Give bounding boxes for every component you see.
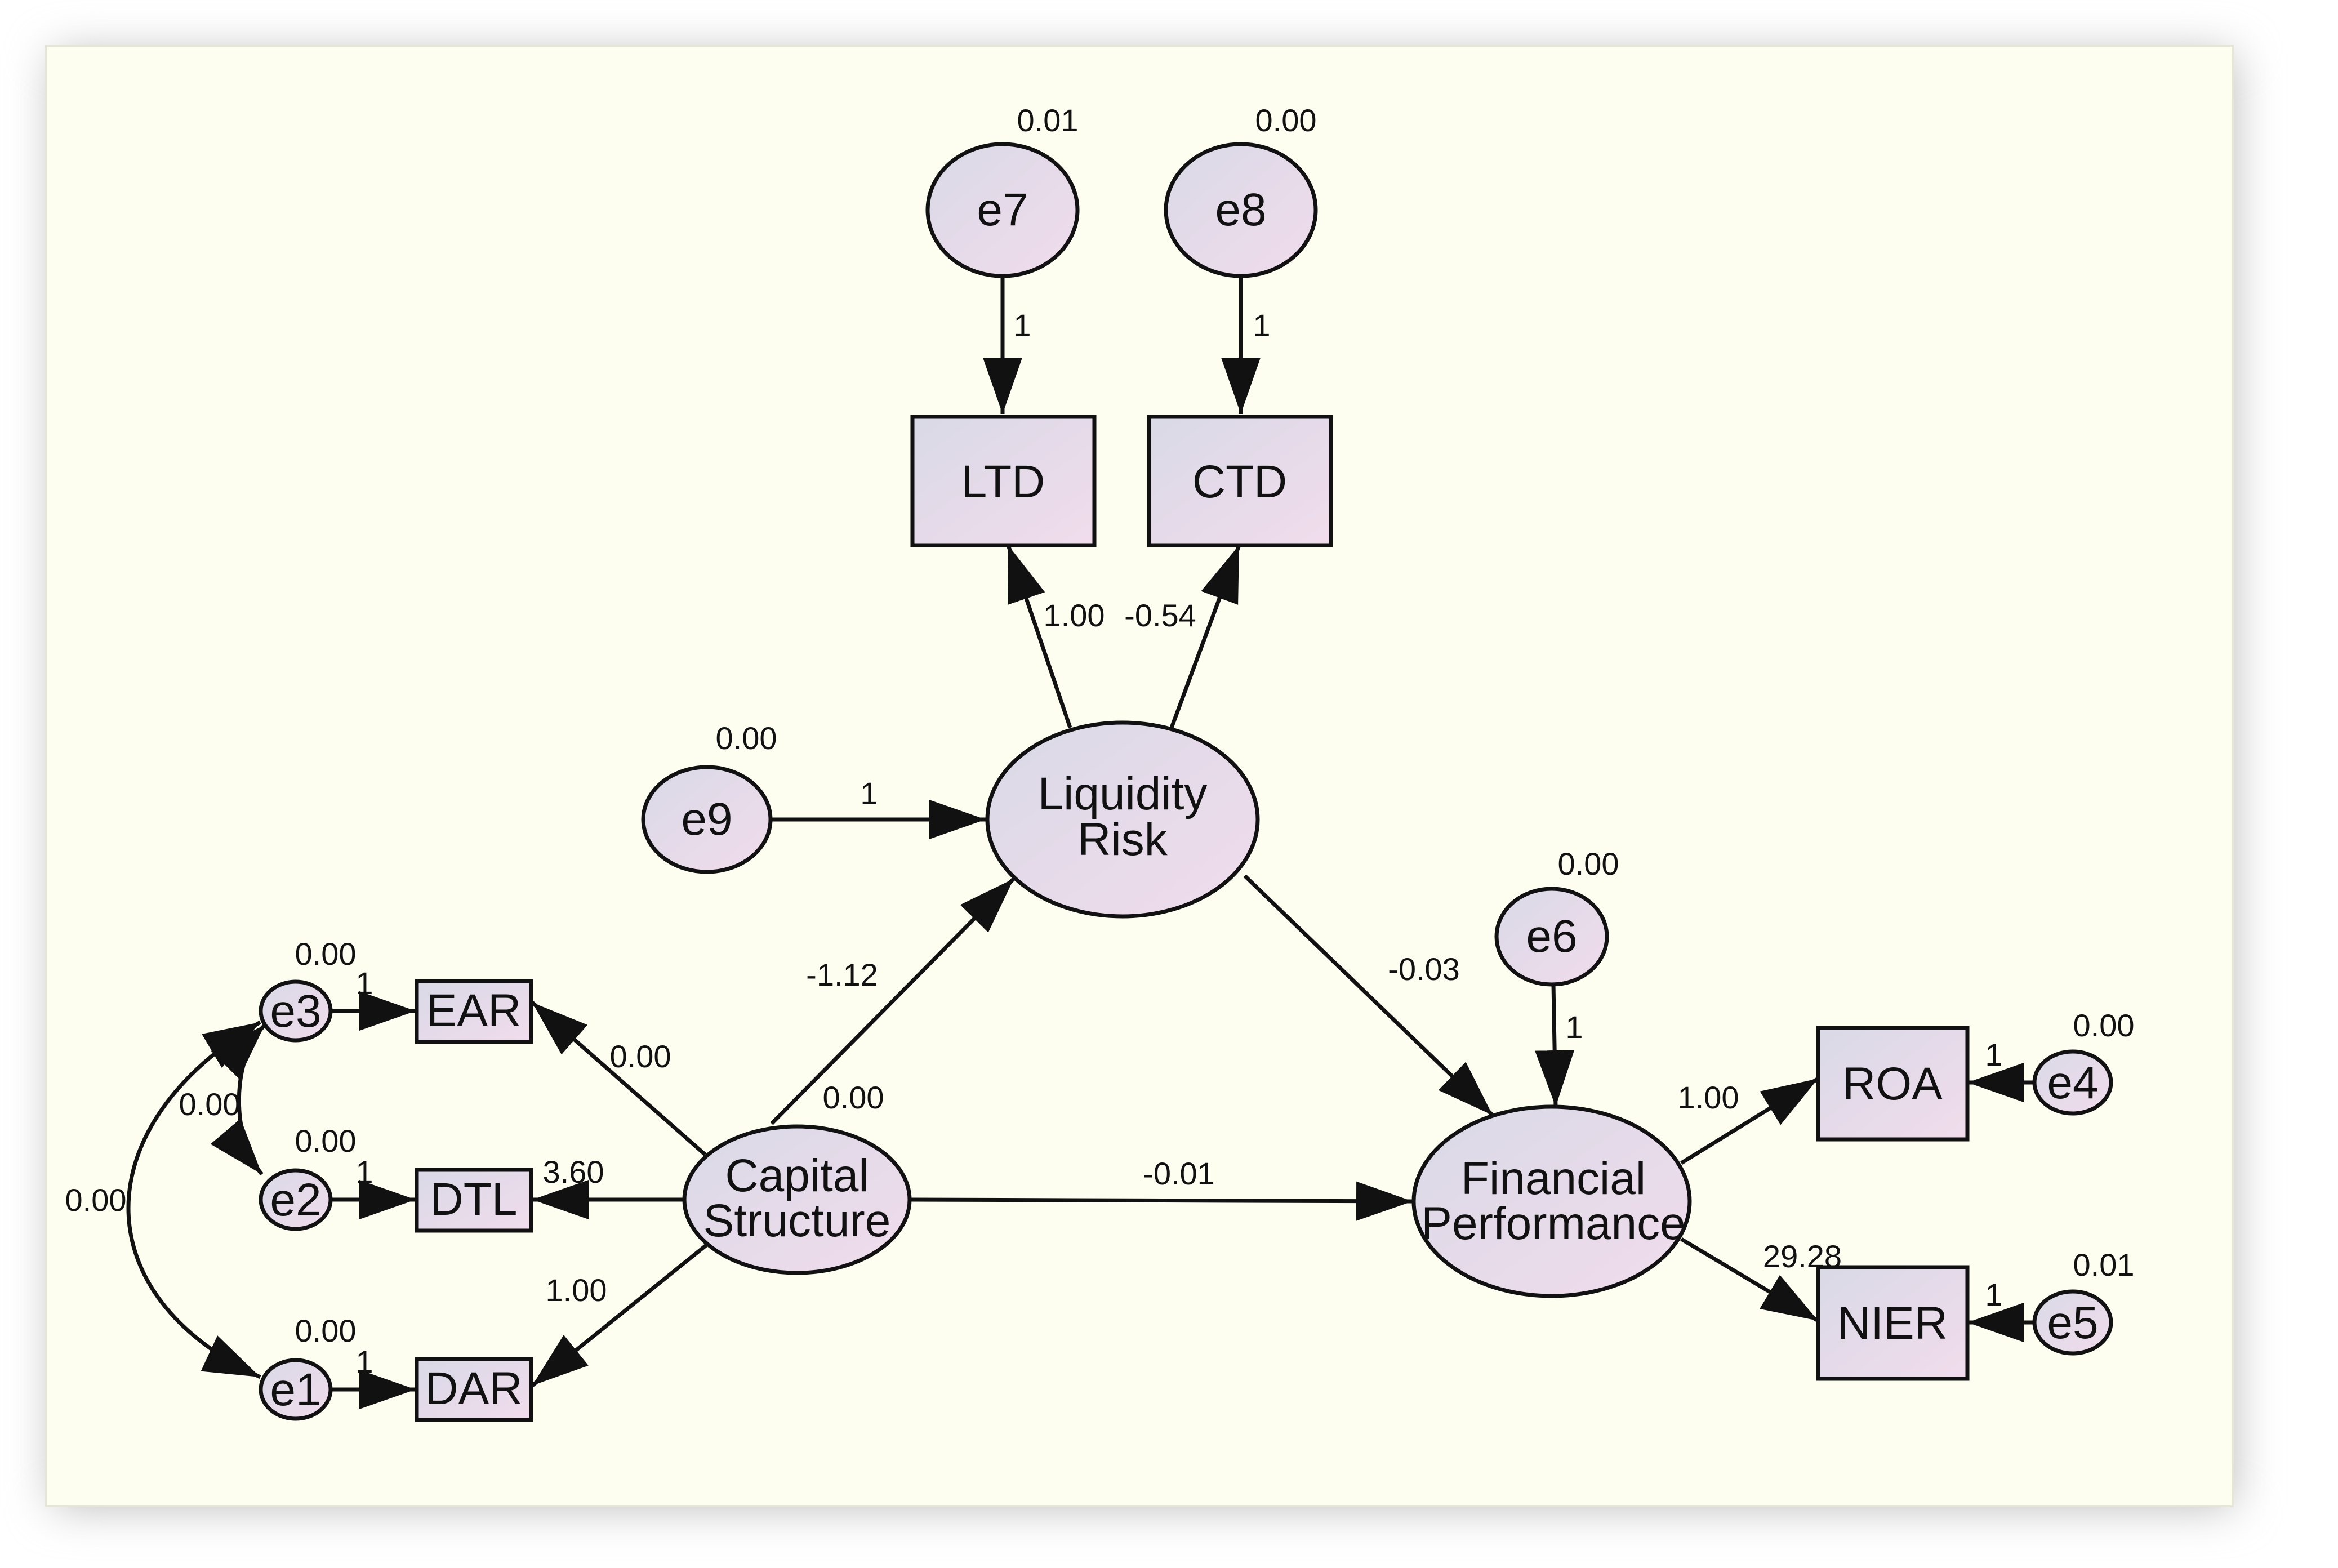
- node-e4[interactable]: e4: [2032, 1049, 2113, 1116]
- edge-e7-ltd-label: 1: [1013, 308, 1031, 343]
- node-liquidity-risk[interactable]: Liquidity Risk: [985, 720, 1260, 919]
- node-capital-structure[interactable]: Capital Structure: [682, 1124, 912, 1275]
- node-e3-label: e3: [270, 986, 321, 1037]
- node-nier[interactable]: NIER: [1816, 1265, 1970, 1381]
- node-e3-variance: 0.00: [295, 936, 357, 972]
- node-liquidity-risk-line1: Liquidity: [1038, 768, 1208, 819]
- edge-lr-fp: [1243, 874, 1494, 1117]
- edge-e4-roa-label: 1: [1985, 1037, 2002, 1072]
- node-financial-performance[interactable]: Financial Performance: [1411, 1104, 1692, 1298]
- node-ctd-label: CTD: [1192, 456, 1288, 507]
- node-e6-label: e6: [1526, 911, 1577, 962]
- node-e9-label: e9: [681, 794, 732, 845]
- edge-cs-lr-label: -1.12: [806, 957, 878, 992]
- edge-e6-fp: [1535, 984, 1575, 1107]
- node-e6[interactable]: e6: [1494, 887, 1609, 987]
- node-capital-structure-line1: Capital: [725, 1150, 869, 1201]
- node-nier-label: NIER: [1837, 1298, 1948, 1349]
- edge-e8-ctd-label: 1: [1253, 308, 1270, 343]
- node-e5[interactable]: e5: [2032, 1289, 2113, 1356]
- edge-lr-ctd: [1169, 544, 1241, 729]
- node-ltd[interactable]: LTD: [910, 415, 1097, 547]
- node-ltd-label: LTD: [961, 456, 1045, 507]
- node-dar-label: DAR: [425, 1363, 522, 1414]
- node-e1[interactable]: e1: [259, 1358, 333, 1421]
- edge-cs-ear-label: 0.00: [610, 1039, 671, 1074]
- edge-e9-lr-label: 1: [860, 776, 878, 811]
- edge-fp-roa: [1680, 1077, 1819, 1165]
- node-dar[interactable]: DAR: [415, 1357, 533, 1422]
- node-roa[interactable]: ROA: [1816, 1026, 1970, 1142]
- node-e7-variance: 0.01: [1017, 103, 1079, 138]
- edge-fp-roa-label: 1.00: [1678, 1080, 1739, 1115]
- node-e2-variance: 0.00: [295, 1123, 357, 1159]
- node-liquidity-risk-line2: Risk: [1077, 814, 1168, 865]
- edge-cs-fp-label: -0.01: [1143, 1156, 1215, 1191]
- node-capital-structure-line2: Structure: [703, 1195, 891, 1246]
- node-ear[interactable]: EAR: [415, 979, 533, 1044]
- node-e8-variance: 0.00: [1255, 103, 1317, 138]
- node-e7-label: e7: [977, 184, 1028, 235]
- edges: [126, 276, 2033, 1409]
- edge-cs-dtl-label: 3.60: [543, 1154, 604, 1190]
- edge-lr-ctd-label: -0.54: [1124, 598, 1196, 633]
- edge-cs-fp: [909, 1181, 1413, 1221]
- node-e9-variance: 0.00: [716, 720, 777, 756]
- covariance-e3-e2: [210, 1023, 266, 1176]
- nodes: e7 0.01 e8 0.00 LTD CTD e9 0.00 Liquidit…: [259, 103, 2135, 1422]
- edge-lr-fp-label: -0.03: [1388, 951, 1460, 987]
- edge-e6-fp-label: 1: [1565, 1009, 1583, 1045]
- edge-labels: 1 1 1.00 -0.54 1 -1.12 -0.03 1 -0.01 0.0…: [65, 308, 2003, 1379]
- edge-fp-nier-label: 29.28: [1763, 1239, 1842, 1274]
- edge-cs-ear: [531, 1001, 707, 1156]
- covariance-e3-e1: [126, 1020, 261, 1379]
- edge-cs-lr: [770, 877, 1016, 1125]
- node-e7[interactable]: e7: [925, 142, 1080, 278]
- node-ctd[interactable]: CTD: [1147, 415, 1333, 547]
- covariance-e3-e2-label: 0.00: [179, 1086, 241, 1122]
- node-e1-label: e1: [270, 1364, 321, 1415]
- node-e9[interactable]: e9: [641, 765, 773, 874]
- node-financial-performance-line2: Performance: [1421, 1198, 1685, 1249]
- node-ear-label: EAR: [426, 985, 522, 1036]
- node-e4-variance: 0.00: [2073, 1008, 2135, 1043]
- node-e2-label: e2: [270, 1174, 321, 1226]
- node-e8-label: e8: [1215, 184, 1266, 235]
- edge-e3-ear-label: 1: [355, 965, 373, 1001]
- node-e5-variance: 0.01: [2073, 1247, 2135, 1282]
- node-financial-performance-line1: Financial: [1461, 1153, 1646, 1204]
- node-capital-structure-variance: 0.00: [823, 1080, 884, 1115]
- node-dtl[interactable]: DTL: [415, 1168, 533, 1233]
- edge-lr-ltd-label: 1.00: [1044, 598, 1105, 633]
- covariance-e3-e1-label: 0.00: [65, 1182, 127, 1218]
- edge-lr-ltd: [1006, 544, 1072, 729]
- node-e3[interactable]: e3: [259, 979, 333, 1043]
- node-e2[interactable]: e2: [259, 1168, 333, 1231]
- edge-cs-dar: [531, 1243, 709, 1387]
- node-e4-label: e4: [2047, 1057, 2098, 1108]
- edge-e1-dar-label: 1: [355, 1344, 373, 1379]
- node-e8[interactable]: e8: [1164, 142, 1318, 278]
- edge-e5-nier-label: 1: [1985, 1277, 2002, 1312]
- edge-cs-dar-label: 1.00: [546, 1272, 607, 1308]
- node-e6-variance: 0.00: [1558, 846, 1619, 881]
- node-roa-label: ROA: [1842, 1058, 1943, 1110]
- node-dtl-label: DTL: [430, 1174, 518, 1225]
- edge-fp-nier: [1680, 1237, 1819, 1323]
- edge-e2-dtl-label: 1: [355, 1154, 373, 1190]
- node-e5-label: e5: [2047, 1297, 2098, 1348]
- node-e1-variance: 0.00: [295, 1313, 357, 1348]
